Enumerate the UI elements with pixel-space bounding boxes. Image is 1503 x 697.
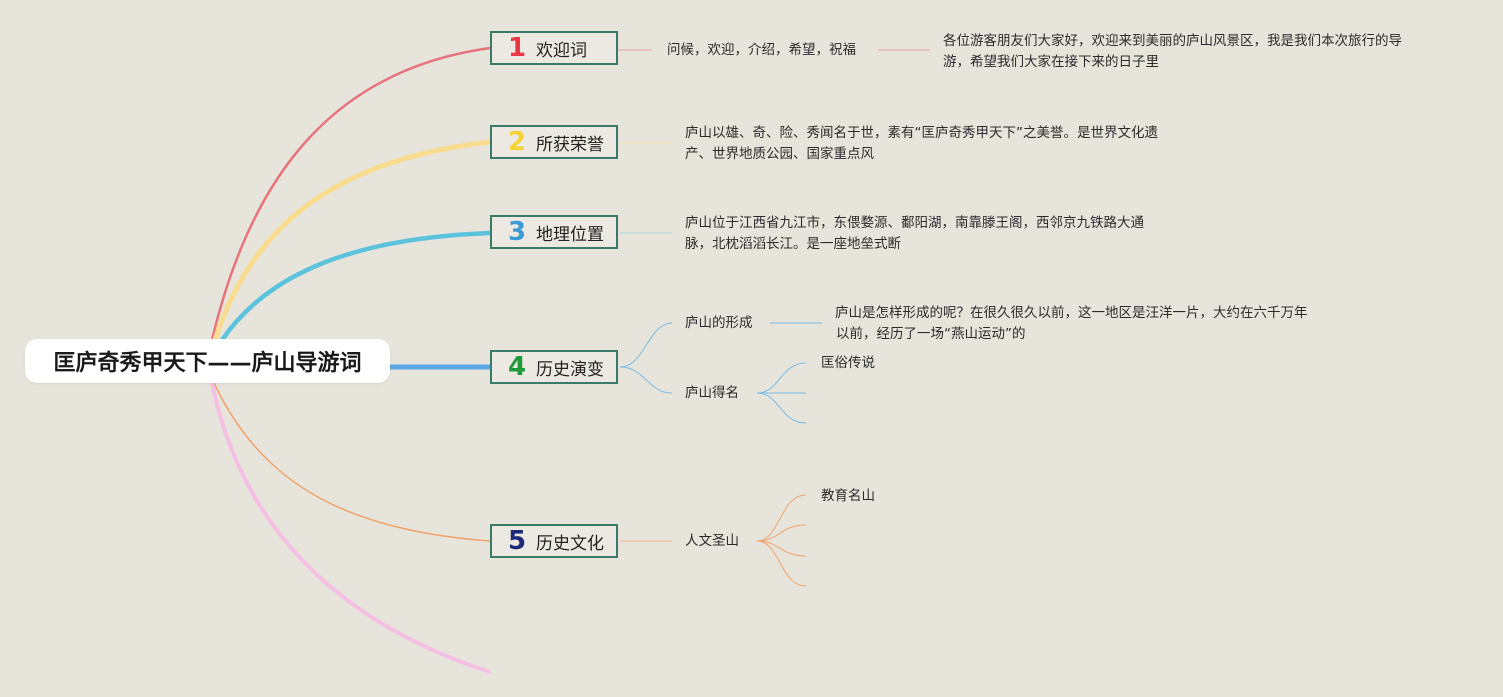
branch-welcome[interactable]: 1 欢迎词 <box>490 31 618 65</box>
branch-number: 2 <box>508 127 527 157</box>
branch-history-evolution[interactable]: 4 历史演变 <box>490 350 618 384</box>
branch-number: 3 <box>508 217 527 247</box>
subtopic-formation[interactable]: 庐山的形成 <box>685 315 753 331</box>
root-topic[interactable]: 匡庐奇秀甲天下——庐山导游词 <box>25 339 390 383</box>
branch-label: 历史文化 <box>536 533 604 554</box>
subtopic-naming[interactable]: 庐山得名 <box>685 385 739 401</box>
welcome-summary[interactable]: 问候，欢迎，介绍，希望，祝福 <box>667 42 856 58</box>
education-mountain[interactable]: 教育名山 <box>821 488 875 504</box>
branch-label: 历史演变 <box>536 359 604 380</box>
naming-legend[interactable]: 匡俗传说 <box>821 355 875 371</box>
formation-detail[interactable]: 庐山是怎样形成的呢？在很久很久以前，这一地区是汪洋一片，大约在六千万年 以前，经… <box>835 305 1308 342</box>
branch-number: 4 <box>508 352 527 382</box>
branch-honors[interactable]: 2 所获荣誉 <box>490 125 618 159</box>
connector-root-b3 <box>220 230 491 342</box>
welcome-detail[interactable]: 各位游客朋友们大家好，欢迎来到美丽的庐山风景区，我是我们本次旅行的导 游，希望我… <box>943 33 1402 70</box>
subtopic-cultural-mountain[interactable]: 人文圣山 <box>685 533 739 549</box>
connector-root-pink <box>210 382 491 674</box>
branch-location[interactable]: 3 地理位置 <box>490 215 618 249</box>
connector-root-b1 <box>210 46 491 341</box>
branch-label: 所获荣誉 <box>536 134 604 155</box>
connector-root-b2 <box>212 139 491 341</box>
branch-label: 地理位置 <box>536 224 604 245</box>
branch-number: 5 <box>508 526 527 556</box>
branch-history-culture[interactable]: 5 历史文化 <box>490 524 618 558</box>
branch-label: 欢迎词 <box>536 40 587 61</box>
honors-detail[interactable]: 庐山以雄、奇、险、秀闻名于世，素有“匡庐奇秀甲天下”之美誉。是世界文化遗 产、世… <box>685 125 1158 162</box>
connector-root-b5 <box>213 382 491 542</box>
location-detail[interactable]: 庐山位于江西省九江市，东偎婺源、鄱阳湖，南靠滕王阁，西邻京九铁路大通 脉，北枕滔… <box>685 215 1144 252</box>
branch-number: 1 <box>508 33 527 63</box>
